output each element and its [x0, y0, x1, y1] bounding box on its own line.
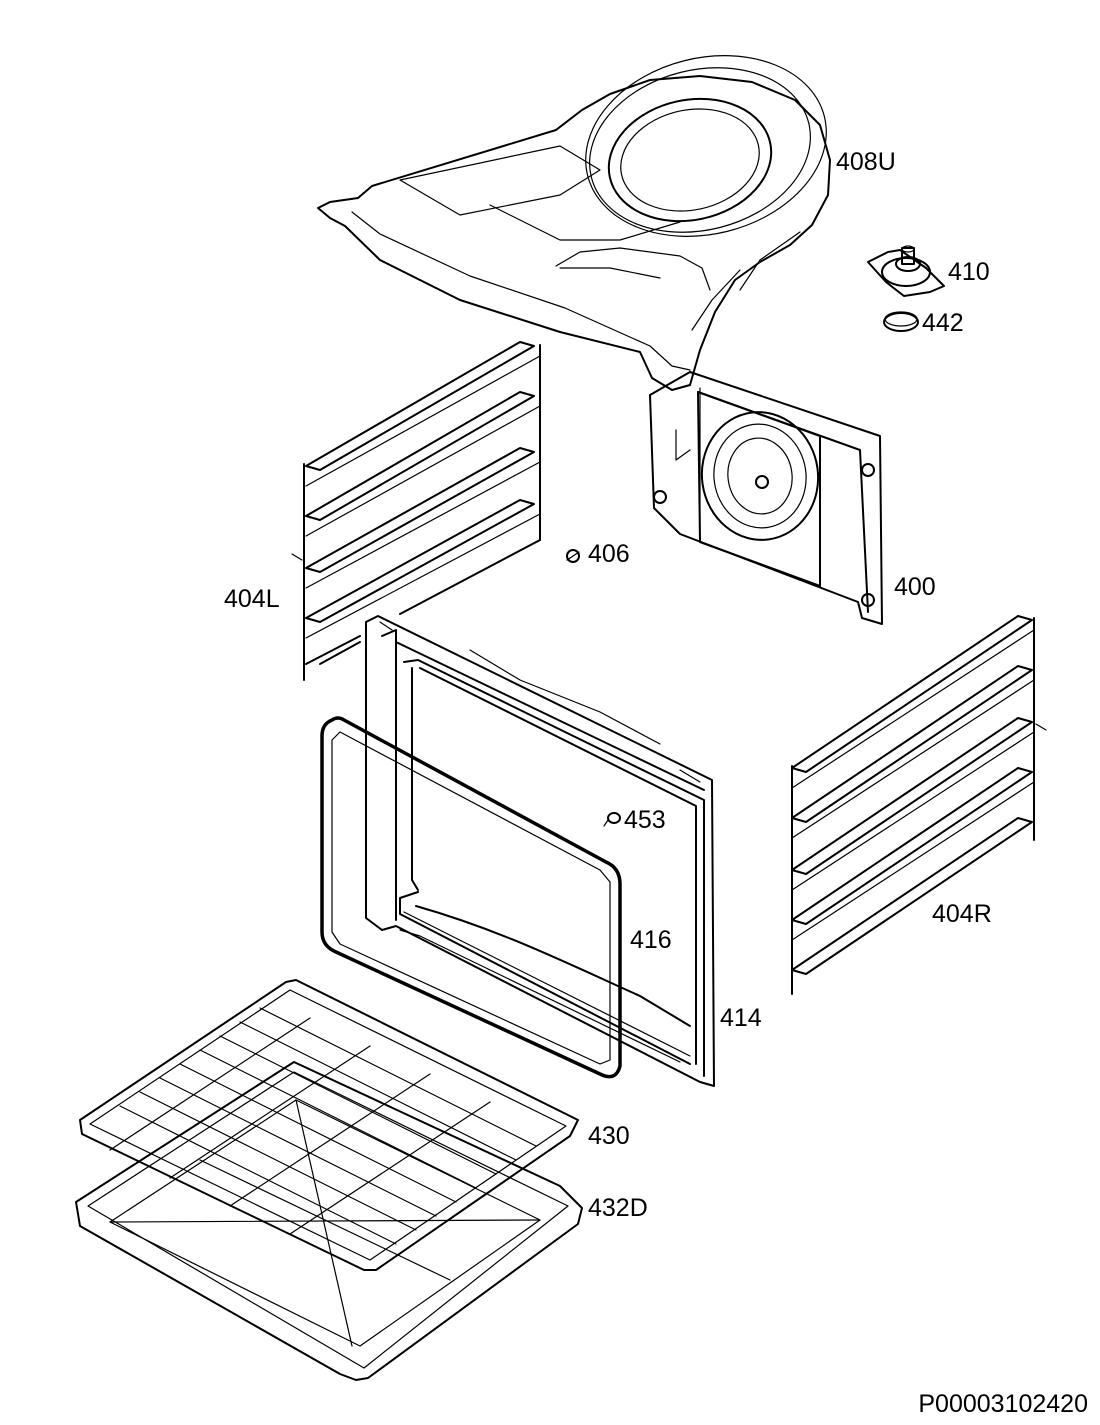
- part-label-414: 414: [720, 1004, 762, 1032]
- part-label-408u: 408U: [836, 148, 896, 176]
- left-shelf-support-drawing: [291, 341, 541, 681]
- top-fan-duct-drawing: [317, 55, 831, 391]
- washer-drawing: [883, 311, 919, 332]
- door-gasket-drawing: [320, 716, 622, 1079]
- part-label-400: 400: [894, 573, 936, 601]
- part-label-453: 453: [624, 806, 666, 834]
- part-label-404l: 404L: [224, 585, 280, 613]
- part-label-404r: 404R: [932, 900, 992, 928]
- part-label-442: 442: [922, 309, 964, 337]
- right-shelf-support-drawing: [791, 615, 1047, 995]
- clip-drawing: [566, 549, 580, 563]
- fan-motor-drawing: [867, 245, 945, 297]
- part-label-406: 406: [588, 540, 630, 568]
- rear-panel-drawing: [649, 371, 883, 625]
- diagram-code: P00003102420: [918, 1390, 1088, 1418]
- part-label-430: 430: [588, 1122, 630, 1150]
- part-label-410: 410: [948, 258, 990, 286]
- baking-tray-drawing: [75, 1061, 583, 1381]
- part-label-416: 416: [630, 926, 672, 954]
- screw-drawing: [603, 812, 621, 827]
- oven-cavity-front-drawing: [365, 615, 715, 1087]
- part-label-432d: 432D: [588, 1194, 648, 1222]
- wire-rack-drawing: [79, 979, 579, 1271]
